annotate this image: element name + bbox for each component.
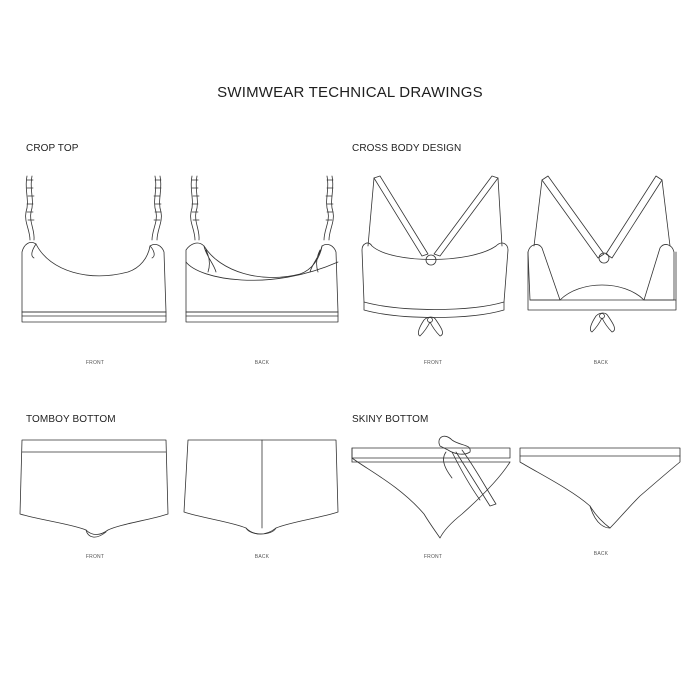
cross-body-front-caption: FRONT: [423, 360, 443, 366]
page-title: SWIMWEAR TECHNICAL DRAWINGS: [217, 84, 483, 101]
skiny-bottom-heading: SKINY BOTTOM: [352, 414, 429, 425]
cross-body-front-drawing: [361, 175, 509, 337]
skiny-bottom-front-caption: FRONT: [423, 554, 443, 560]
skiny-bottom-back-caption: BACK: [593, 551, 609, 557]
cross-body-heading: CROSS BODY DESIGN: [352, 143, 462, 154]
tomboy-bottom-front-drawing: [19, 439, 169, 538]
skiny-bottom-front-drawing: [351, 435, 511, 539]
crop-top-front-caption: FRONT: [85, 360, 105, 366]
tomboy-bottom-back-caption: BACK: [254, 554, 270, 560]
tomboy-bottom-front-caption: FRONT: [85, 554, 105, 560]
crop-top-back-caption: BACK: [254, 360, 270, 366]
tomboy-bottom-back-drawing: [183, 439, 339, 535]
crop-top-heading: CROP TOP: [26, 143, 79, 154]
crop-top-front-drawing: [21, 175, 167, 323]
tomboy-bottom-heading: TOMBOY BOTTOM: [26, 414, 116, 425]
cross-body-back-drawing: [527, 175, 677, 333]
crop-top-back-drawing: [185, 175, 339, 323]
skiny-bottom-back-drawing: [519, 447, 681, 529]
cross-body-back-caption: BACK: [593, 360, 609, 366]
